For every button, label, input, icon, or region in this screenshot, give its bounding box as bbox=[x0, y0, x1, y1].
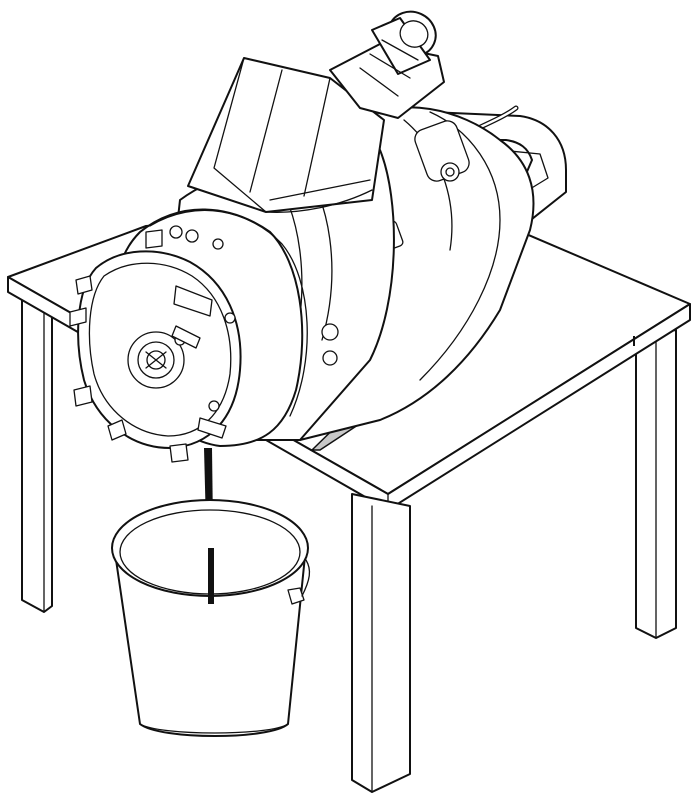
front-cover bbox=[77, 250, 242, 449]
top-outlet-pipe bbox=[329, 10, 445, 119]
table-leg-front bbox=[351, 493, 411, 793]
perimeter-bolts bbox=[69, 225, 227, 463]
bucket-handle bbox=[287, 587, 305, 605]
table-leg-back-left bbox=[21, 289, 53, 613]
table-leg-back-right bbox=[635, 329, 677, 639]
bucket bbox=[111, 499, 311, 737]
table-top-edge bbox=[7, 276, 691, 511]
drain-unit bbox=[69, 10, 567, 463]
